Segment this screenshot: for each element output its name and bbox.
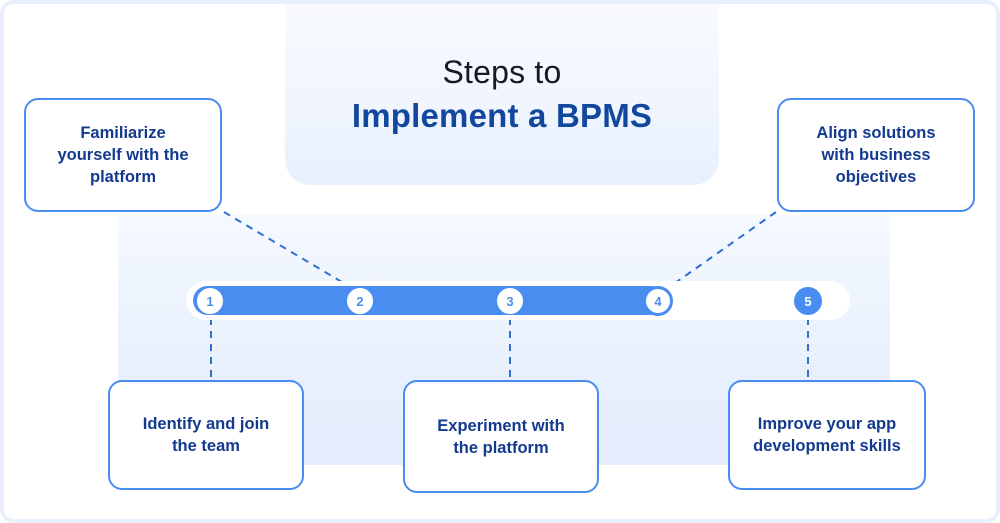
card-improve-skills[interactable]: Improve your app development skills [728,380,926,490]
card-identify-line-2: the team [172,437,240,455]
card-experiment-platform[interactable]: Experiment with the platform [403,380,599,493]
step-node-1[interactable]: 1 [197,288,223,314]
title-line-1: Steps to [442,54,562,90]
card-identify-join-team[interactable]: Identify and join the team [108,380,304,490]
header-background-panel [285,0,719,185]
card-familiarize-line-1: Familiarize [80,124,166,142]
step-number-2: 2 [356,293,364,309]
card-familiarize-line-3: platform [89,168,156,186]
card-identify-line-1: Identify and join [142,415,270,433]
step-node-5[interactable]: 5 [794,287,822,315]
card-experiment-line-2: the platform [453,438,549,457]
step-number-4: 4 [654,293,662,309]
card-improve-line-1: Improve your app [757,415,897,433]
step-node-4[interactable]: 4 [643,286,673,316]
title-line-2: Implement a BPMS [351,97,653,134]
card-improve-line-2: development skills [753,437,901,455]
card-familiarize-text: Familiarize yourself with the platform [57,122,188,188]
card-familiarize-line-2: yourself with the [57,146,189,164]
card-experiment-line-1: Experiment with [437,416,565,435]
progress-fill [193,286,666,315]
card-experiment-text: Experiment with the platform [437,415,564,459]
step-number-3: 3 [506,293,514,309]
card-familiarize-platform[interactable]: Familiarize yourself with the platform [24,98,222,212]
card-align-line-3: objectives [835,168,917,186]
step-node-3[interactable]: 3 [497,288,523,314]
card-improve-text: Improve your app development skills [753,413,901,457]
card-align-solutions[interactable]: Align solutions with business objectives [777,98,975,212]
step-number-5: 5 [804,293,812,309]
card-identify-text: Identify and join the team [143,413,270,457]
card-align-line-1: Align solutions [816,124,936,142]
step-number-1: 1 [206,293,214,309]
page-title: Steps to Implement a BPMS [285,52,719,138]
card-align-line-2: with business [821,146,931,164]
card-align-text: Align solutions with business objectives [816,122,935,188]
step-node-2[interactable]: 2 [347,288,373,314]
